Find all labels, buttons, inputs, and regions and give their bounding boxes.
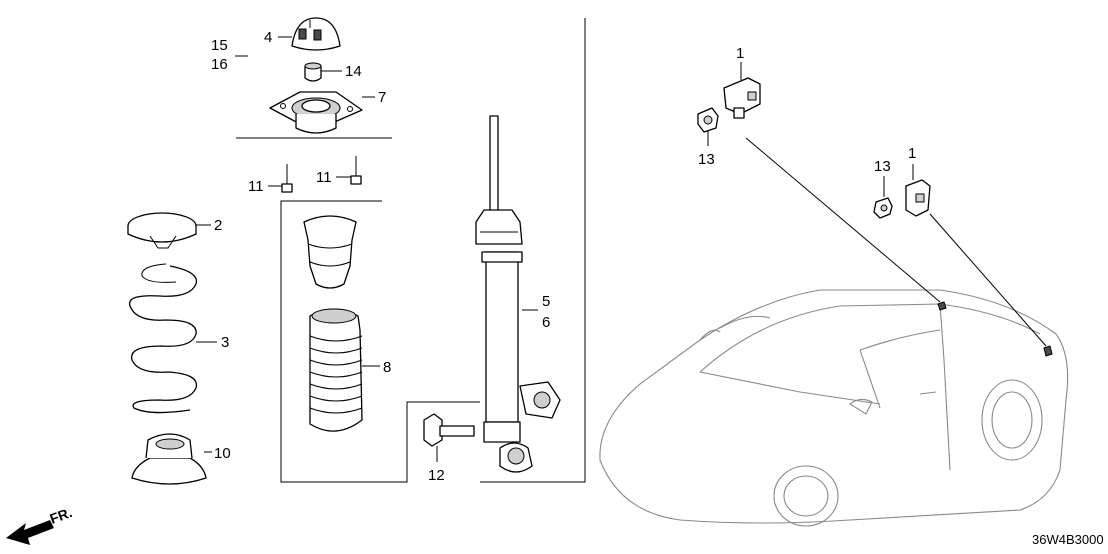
callout-11-b: 11 (316, 169, 332, 186)
part-13-nut-b (873, 197, 893, 219)
callout-8: 8 (383, 359, 391, 376)
front-label: FR. (48, 504, 75, 527)
part-4-dust-cap (291, 17, 341, 51)
callout-10: 10 (214, 445, 231, 462)
part-3-coil-spring (128, 263, 198, 414)
callouts: 15 16 4 14 7 11 11 2 3 8 10 5 6 12 1 13 … (211, 29, 916, 484)
diagram-code: 36W4B3000 (1032, 532, 1104, 547)
car-silhouette (599, 289, 1069, 527)
front-direction-arrow: FR. (6, 504, 74, 545)
callout-3: 3 (221, 334, 229, 351)
part-5-6-shock-absorber (475, 115, 561, 473)
callout-11-a: 11 (248, 178, 264, 195)
callout-15: 15 (211, 37, 228, 54)
part-8-dust-boot (309, 308, 363, 432)
callout-1-a: 1 (736, 45, 744, 62)
callout-14: 14 (345, 63, 362, 80)
arrow-left-icon (6, 520, 54, 545)
callout-7: 7 (378, 89, 386, 106)
part-2-spring-seat (127, 212, 197, 249)
part-7-upper-mount (269, 91, 363, 134)
leader-lines (196, 36, 1047, 462)
frame-lines (236, 18, 586, 483)
callout-1-b: 1 (908, 145, 916, 162)
part-14-nut (304, 62, 322, 82)
part-1-height-sensor-b (905, 179, 931, 217)
callout-12: 12 (428, 467, 445, 484)
callout-6: 6 (542, 314, 550, 331)
part-12-bolt (423, 413, 475, 447)
callout-4: 4 (264, 29, 272, 46)
part-11-bolt-a (281, 164, 293, 193)
callout-13-a: 13 (698, 151, 715, 168)
callout-13-b: 13 (874, 158, 891, 175)
part-1-height-sensor-a (723, 77, 761, 119)
part-13-nut-a (697, 107, 719, 133)
callout-16: 16 (211, 56, 228, 73)
part-8-bump-stop (303, 215, 357, 289)
callout-2: 2 (214, 217, 222, 234)
part-11-bolt-b (350, 156, 362, 185)
callout-5: 5 (542, 293, 550, 310)
part-10-lower-spring-seat (131, 433, 207, 485)
